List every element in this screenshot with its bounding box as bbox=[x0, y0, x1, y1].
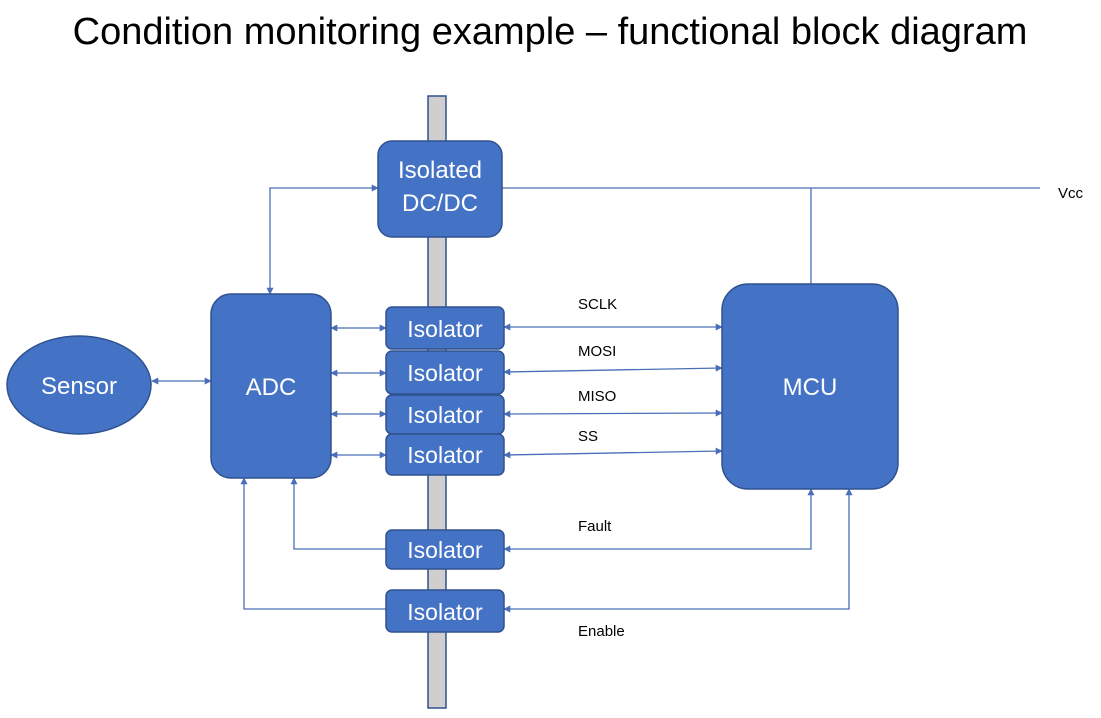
isolator-block: Isolator bbox=[385, 350, 505, 395]
isolator-label: Isolator bbox=[407, 360, 483, 386]
isolator-label: Isolator bbox=[407, 599, 483, 625]
fault-adc-connector bbox=[290, 477, 386, 550]
fault-mcu-connector bbox=[503, 488, 815, 553]
signal-label-vcc: Vcc bbox=[1058, 185, 1084, 202]
signal-label-sclk: SCLK bbox=[578, 296, 617, 313]
adc-label: ADC bbox=[246, 374, 297, 401]
diagram-title: Condition monitoring example – functiona… bbox=[73, 11, 1028, 53]
dcdc-label-line1: Isolated bbox=[398, 157, 482, 184]
isolator-block: Isolator bbox=[385, 589, 505, 633]
isolator-label: Isolator bbox=[407, 537, 483, 563]
signal-label-mosi: MOSI bbox=[578, 343, 616, 360]
signal-label-enable: Enable bbox=[578, 623, 625, 640]
dcdc-label-line2: DC/DC bbox=[402, 190, 478, 217]
isolator-block: Isolator bbox=[385, 306, 505, 350]
enable-adc-connector bbox=[240, 477, 386, 610]
isolator-label: Isolator bbox=[407, 442, 483, 468]
mcu-block: MCU bbox=[721, 283, 899, 490]
adc-block: ADC bbox=[210, 293, 332, 479]
miso-connector bbox=[503, 409, 723, 418]
ss-connector bbox=[503, 447, 723, 459]
signal-label-fault: Fault bbox=[578, 518, 612, 535]
enable-mcu-connector bbox=[503, 488, 853, 613]
isolator-label: Isolator bbox=[407, 316, 483, 342]
isolator-block: Isolator bbox=[385, 529, 505, 570]
isolator-block: Isolator bbox=[385, 433, 505, 476]
dcdc-adc-power-connector bbox=[266, 184, 379, 295]
isolator-block: Isolator bbox=[385, 394, 505, 435]
signal-label-miso: MISO bbox=[578, 388, 616, 405]
dcdc-block: Isolated DC/DC bbox=[377, 140, 503, 238]
isolator-label: Isolator bbox=[407, 402, 483, 428]
mosi-connector bbox=[503, 364, 723, 376]
mcu-label: MCU bbox=[783, 374, 838, 401]
sensor-label: Sensor bbox=[41, 373, 117, 400]
connectors bbox=[151, 184, 1040, 613]
sensor-block: Sensor bbox=[6, 335, 152, 435]
signal-label-ss: SS bbox=[578, 428, 598, 445]
